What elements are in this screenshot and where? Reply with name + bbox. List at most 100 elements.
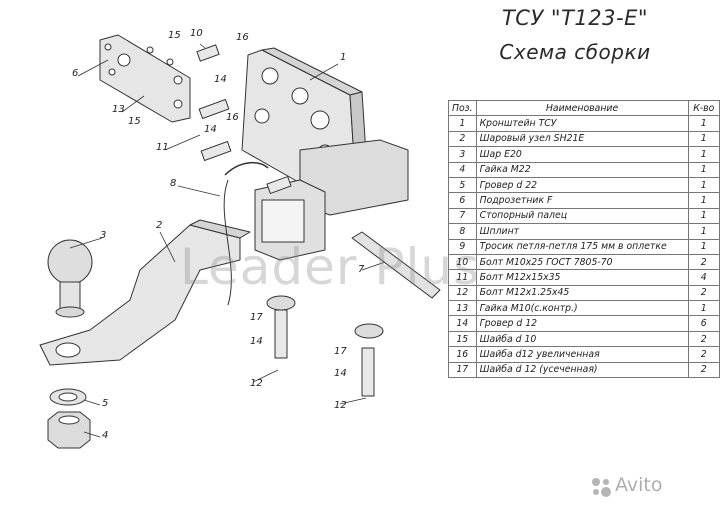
- spec-cell-qty: 2: [687, 361, 720, 379]
- spec-cell-qty: 1: [687, 223, 720, 240]
- callout-14b: 14: [204, 124, 217, 135]
- spec-cell-name: Болт М12х15х35: [475, 269, 689, 286]
- spec-cell-num: 10: [448, 253, 477, 271]
- spec-cell-name: Тросик петля-петля 175 мм в оплетке: [475, 238, 689, 255]
- spec-cell-name: Подрозетник F: [475, 192, 689, 209]
- spec-cell-qty: 1: [687, 161, 720, 178]
- callout-16a: 16: [236, 32, 249, 43]
- spec-cell-num: 14: [448, 315, 477, 332]
- spec-cell-num: 6: [448, 192, 477, 209]
- spec-cell-name: Гайка М10(с.контр.): [475, 300, 689, 317]
- callout-15b: 15: [128, 116, 141, 127]
- callout-1: 1: [340, 52, 347, 63]
- spec-cell-num: 4: [448, 161, 477, 178]
- callout-10: 10: [190, 28, 203, 39]
- callout-17a: 17: [250, 312, 263, 323]
- callout-7: 7: [358, 264, 365, 275]
- callout-12a: 12: [250, 378, 263, 389]
- spec-cell-num: 15: [448, 330, 477, 348]
- callout-8: 8: [170, 178, 177, 189]
- callout-17b: 17: [334, 346, 347, 357]
- avito-logo-icon: [592, 478, 611, 497]
- spec-cell-qty: 1: [687, 146, 720, 163]
- spec-cell-num: 7: [448, 207, 477, 225]
- spec-cell-num: 9: [448, 238, 477, 255]
- spec-cell-name: Шар Е20: [475, 146, 689, 163]
- spec-cell-qty: 2: [687, 284, 720, 302]
- spec-cell-qty: 1: [687, 115, 720, 132]
- spec-cell-name: Шайба d 10: [475, 330, 689, 348]
- spec-cell-num: 3: [448, 146, 477, 163]
- spec-cell-num: 1: [448, 115, 477, 132]
- spec-cell-name: Стопорный палец: [475, 207, 689, 225]
- callout-5: 5: [102, 398, 109, 409]
- nut-m22: [47, 411, 91, 449]
- spec-cell-name: Шайба d 12 (усеченная): [475, 361, 689, 379]
- spec-cell-name: Гровер d 12: [475, 315, 689, 332]
- col-qty: К-во: [687, 99, 720, 117]
- subtitle: Схема сборки: [499, 40, 651, 64]
- spec-cell-name: Шаровый узел SH21E: [475, 130, 689, 148]
- spec-cell-qty: 4: [687, 269, 720, 286]
- spec-cell-qty: 1: [687, 192, 720, 209]
- callout-14d: 14: [334, 368, 347, 379]
- spec-cell-num: 13: [448, 300, 477, 317]
- avito-badge: Avito: [615, 474, 663, 496]
- callout-4: 4: [102, 430, 109, 441]
- spec-cell-name: Гайка М22: [475, 161, 689, 178]
- spec-cell-num: 17: [448, 361, 477, 379]
- callout-6: 6: [72, 68, 79, 79]
- callout-3: 3: [100, 230, 107, 241]
- spec-cell-qty: 1: [687, 207, 720, 225]
- spec-cell-qty: 2: [687, 346, 720, 363]
- spec-cell-name: Шайба d12 увеличенная: [475, 346, 689, 363]
- watermark: Leader Plus: [180, 238, 481, 296]
- truncated-washer: [266, 295, 296, 311]
- spec-cell-name: Болт М12х1.25х45: [475, 284, 689, 302]
- spec-cell-qty: 1: [687, 238, 720, 255]
- spec-cell-qty: 1: [687, 130, 720, 148]
- callout-15a: 15: [168, 30, 181, 41]
- spec-cell-num: 12: [448, 284, 477, 302]
- spec-cell-qty: 2: [687, 330, 720, 348]
- col-name: Наименование: [475, 99, 689, 117]
- callout-14a: 14: [214, 74, 227, 85]
- callout-14c: 14: [250, 336, 263, 347]
- callout-2: 2: [156, 220, 163, 231]
- spec-cell-name: Кронштейн ТСУ: [475, 115, 689, 132]
- lock-pin: [351, 231, 441, 299]
- spec-cell-name: Шплинт: [475, 223, 689, 240]
- col-pos: Поз.: [448, 99, 477, 117]
- callout-12b: 12: [334, 400, 347, 411]
- spec-cell-num: 5: [448, 176, 477, 194]
- spec-header-row: Поз. Наименование К-во: [448, 99, 720, 117]
- spec-cell-name: Болт М10х25 ГОСТ 7805-70: [475, 253, 689, 271]
- spec-cell-num: 11: [448, 269, 477, 286]
- title: ТСУ "Т123-Е": [501, 6, 649, 30]
- spec-cell-num: 2: [448, 130, 477, 148]
- spec-cell-name: Гровер d 22: [475, 176, 689, 194]
- callout-16b: 16: [226, 112, 239, 123]
- callout-11: 11: [156, 142, 169, 153]
- spec-cell-qty: 6: [687, 315, 720, 332]
- spec-cell-qty: 1: [687, 176, 720, 194]
